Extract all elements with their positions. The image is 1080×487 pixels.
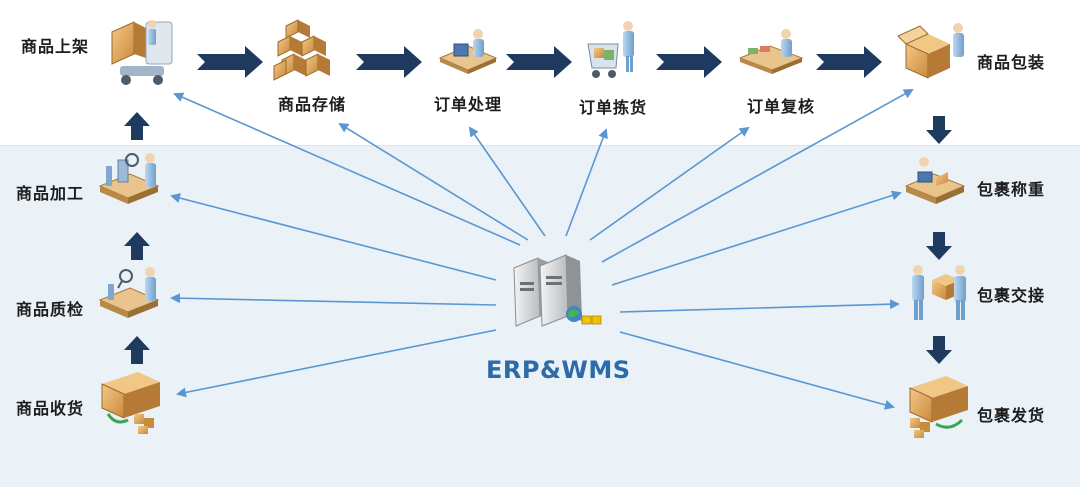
up-arrow-3 xyxy=(124,336,150,364)
label-dingdan-fuhe: 订单复核 xyxy=(747,97,816,116)
spoke-fuhe xyxy=(589,126,750,241)
flow-arrow-2 xyxy=(356,46,422,78)
spoke-baozhuang xyxy=(601,89,914,263)
computer-desk-icon xyxy=(438,29,498,74)
shipping-truck-icon xyxy=(909,376,968,438)
forklift-icon xyxy=(111,20,173,85)
label-shangpin-zhijian: 商品质检 xyxy=(16,300,85,319)
up-arrow-2 xyxy=(124,232,150,260)
server-icon xyxy=(513,254,602,327)
spoke-chengzhong xyxy=(611,190,902,286)
receiving-truck-icon xyxy=(101,372,160,434)
top-band xyxy=(0,0,1080,145)
down-arrow-1 xyxy=(926,116,952,144)
stacked-boxes-icon xyxy=(273,19,330,81)
spoke-shangjia xyxy=(173,92,521,246)
label-dingdan-jianhuo: 订单拣货 xyxy=(579,98,648,117)
label-shangpin-shouhuo: 商品收货 xyxy=(16,399,85,418)
label-shangpin-shangjia: 商品上架 xyxy=(21,37,90,56)
label-shangpin-baozhuang: 商品包装 xyxy=(977,53,1046,72)
picking-cart-icon xyxy=(587,21,634,78)
spoke-fahuo xyxy=(619,331,895,410)
review-desk-icon xyxy=(738,29,804,74)
flow-arrows-top xyxy=(197,46,882,78)
label-baoguo-jiaojie: 包裹交接 xyxy=(977,286,1046,305)
label-baoguo-fahuo: 包裹发货 xyxy=(977,406,1046,425)
flow-arrow-3 xyxy=(506,46,572,78)
packing-icon xyxy=(897,23,964,79)
label-baoguo-chengzhong: 包裹称重 xyxy=(977,180,1046,199)
flow-arrows-left xyxy=(124,112,150,364)
center-title: ERP&WMS xyxy=(486,356,631,384)
spoke-shouhuo xyxy=(176,329,497,398)
down-arrow-3 xyxy=(926,336,952,364)
label-shangpin-jiagong: 商品加工 xyxy=(16,184,85,203)
spoke-arrows xyxy=(170,89,914,410)
spoke-cunchu xyxy=(338,122,529,241)
processing-icon xyxy=(98,153,160,204)
flow-arrow-4 xyxy=(656,46,722,78)
spoke-jiaojie xyxy=(619,299,900,313)
spoke-chuli xyxy=(468,126,546,237)
label-dingdan-chuli: 订单处理 xyxy=(434,95,503,114)
down-arrow-2 xyxy=(926,232,952,260)
spoke-zhijian xyxy=(170,293,497,306)
flow-arrow-1 xyxy=(197,46,263,78)
flow-arrows-right xyxy=(926,116,952,364)
up-arrow-1 xyxy=(124,112,150,140)
spoke-jiagong xyxy=(170,193,497,281)
label-shangpin-cunchu: 商品存储 xyxy=(278,95,347,114)
handover-icon xyxy=(912,265,966,320)
weighing-icon xyxy=(904,157,966,204)
spoke-jianhuo xyxy=(565,128,608,237)
inspection-icon xyxy=(98,267,160,318)
flow-arrow-5 xyxy=(816,46,882,78)
